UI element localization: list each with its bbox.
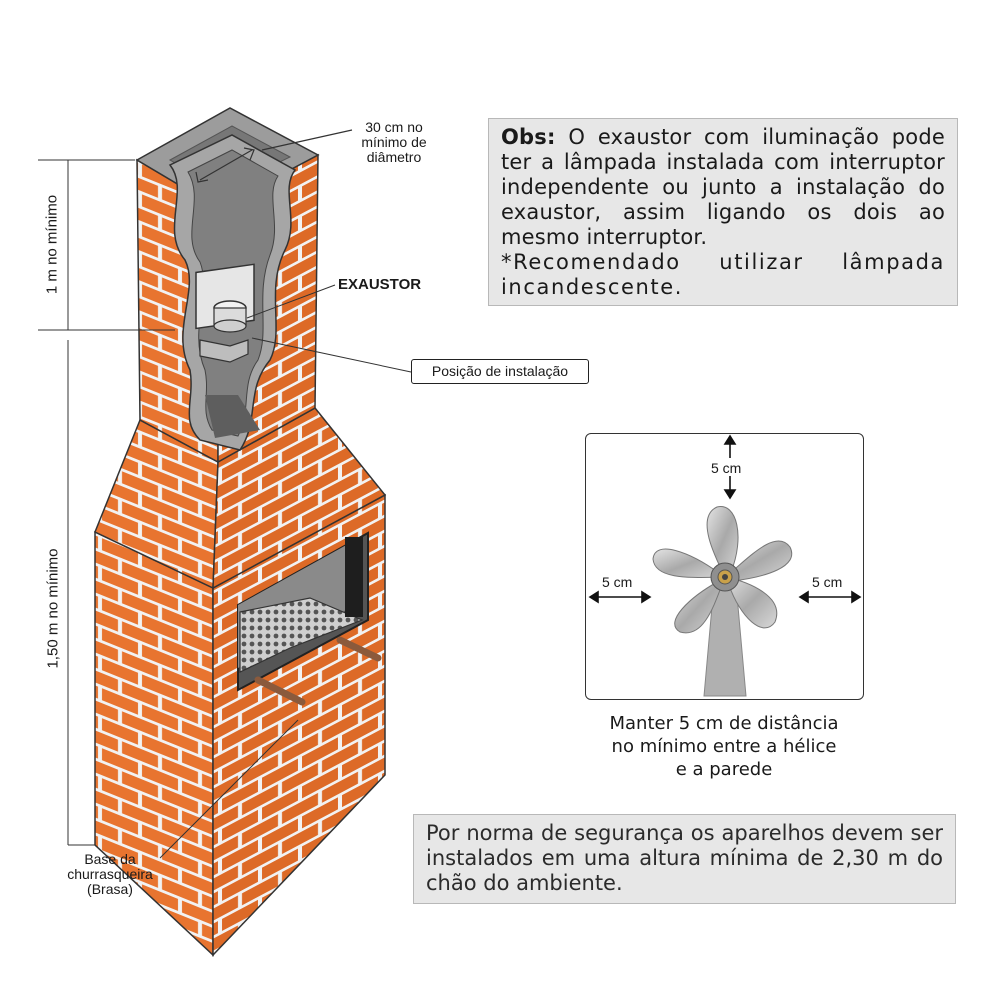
diameter-arrow [195, 129, 353, 183]
exaustor-callout-line [246, 284, 336, 319]
grill-mesh [239, 597, 364, 673]
height-top-label: 1 m no mínimo [43, 194, 61, 295]
fan-propeller [588, 434, 862, 697]
position-callout-line [251, 337, 412, 373]
obs-prefix: Obs: [501, 125, 556, 149]
base-callout-line [159, 719, 299, 859]
clearance-right-label: 5 cm [812, 574, 843, 590]
fan-clearance-box: 5 cm 5 cm 5 cm [585, 433, 864, 700]
fan-clearance-caption: Manter 5 cm de distância no mínimo entre… [609, 713, 839, 780]
skewer-left [254, 676, 306, 706]
exhaust-fan-unit [195, 263, 255, 363]
obs-text: O exaustor com iluminação pode ter a lâm… [501, 125, 945, 249]
installation-position-label: Posição de instalação [411, 359, 589, 384]
observation-note: Obs: O exaustor com iluminação pode ter … [488, 118, 958, 306]
height-bottom-label: 1,50 m no mínimo [44, 548, 62, 669]
clearance-left-label: 5 cm [602, 574, 633, 590]
barbecue-illustration [38, 107, 412, 957]
clearance-top-label: 5 cm [711, 460, 742, 476]
exaustor-label: EXAUSTOR [338, 276, 422, 293]
dimension-lines [38, 159, 175, 846]
safety-norm-note: Por norma de segurança os aparelhos deve… [413, 814, 956, 904]
skewer-right [336, 636, 382, 662]
base-label: Base da churrasqueira (Brasa) [67, 851, 153, 897]
obs-recommendation: *Recomendado utilizar lâmpada incandesce… [501, 250, 945, 299]
diameter-label: 30 cm no mínimo de diâmetro [361, 119, 427, 165]
